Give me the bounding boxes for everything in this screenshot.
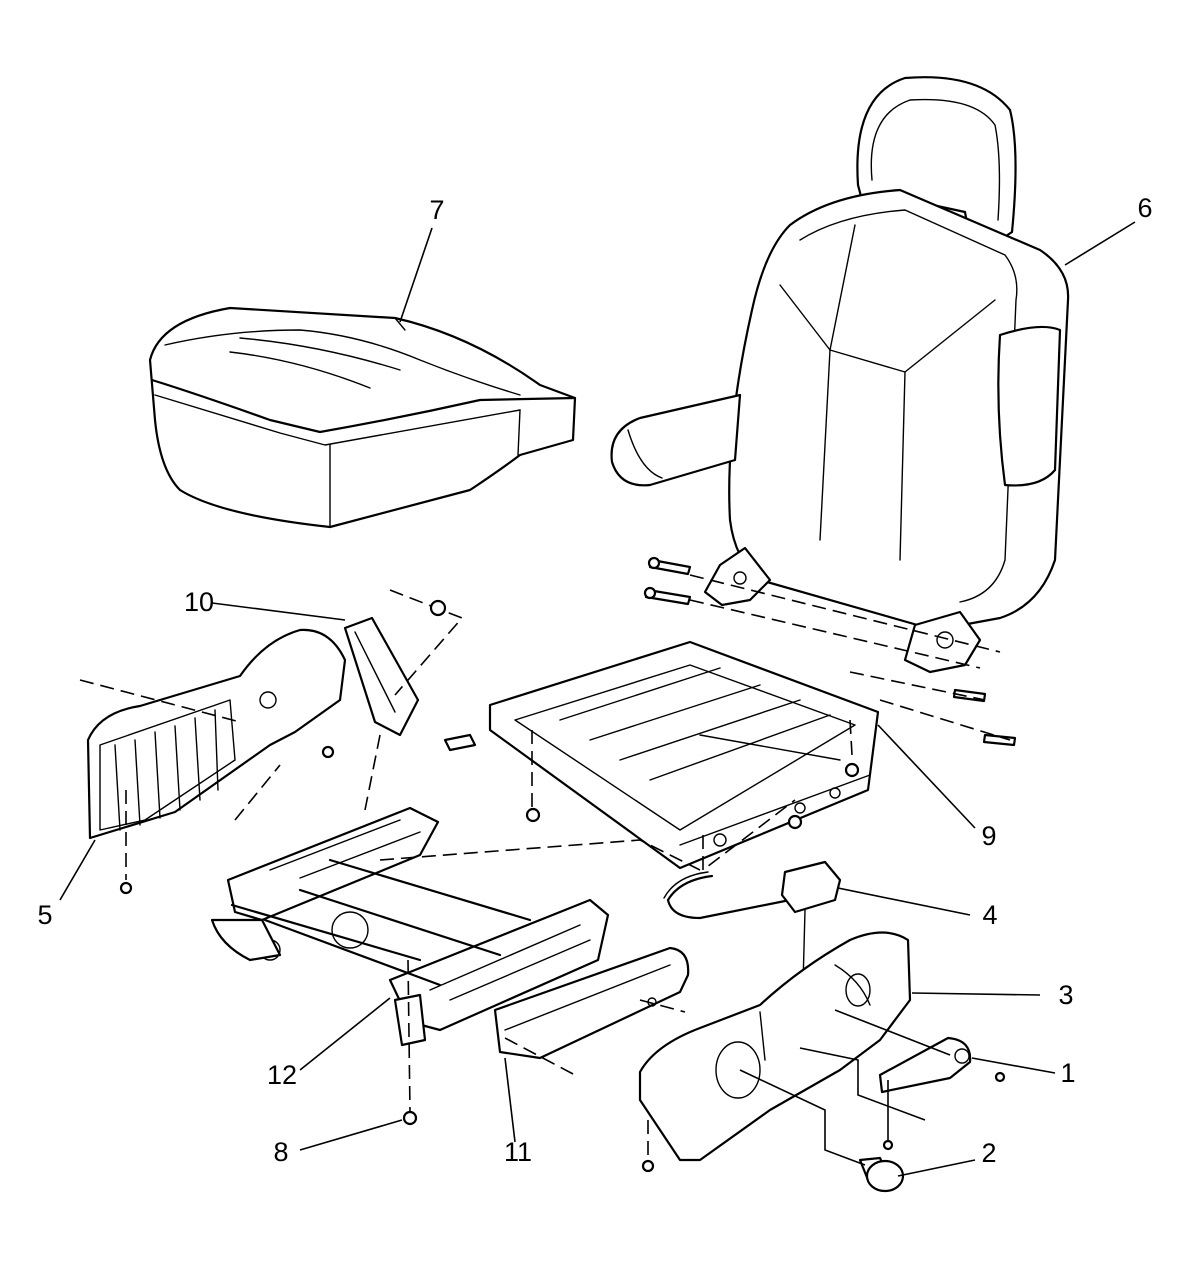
callout-1: 1 xyxy=(1060,1058,1075,1088)
seat-frame xyxy=(488,640,880,870)
left-side-shield xyxy=(86,628,347,840)
outer-side-shield xyxy=(638,931,912,1162)
callout-7: 7 xyxy=(429,195,444,225)
callout-5: 5 xyxy=(37,900,52,930)
inner-trim-panel xyxy=(493,946,690,1060)
callout-9: 9 xyxy=(981,821,996,851)
adjuster-knob xyxy=(858,1156,905,1193)
callout-8: 8 xyxy=(273,1137,288,1167)
callout-3: 3 xyxy=(1058,980,1073,1010)
adjuster-handle xyxy=(878,1036,972,1094)
callout-labels: 1 2 3 4 5 6 7 8 9 10 11 12 xyxy=(37,193,1152,1168)
recliner-handle xyxy=(343,616,420,737)
callout-2: 2 xyxy=(981,1138,996,1168)
seat-adjuster xyxy=(210,806,610,1047)
hinge-bolts xyxy=(643,556,1017,747)
callout-4: 4 xyxy=(982,900,997,930)
callout-12: 12 xyxy=(267,1060,297,1090)
seat-back xyxy=(610,76,1070,674)
callout-10: 10 xyxy=(184,587,214,617)
callout-11: 11 xyxy=(504,1137,532,1167)
wiring-harness xyxy=(663,860,842,920)
callout-6: 6 xyxy=(1137,193,1152,223)
leader-lines xyxy=(59,221,1136,1177)
seat-cushion xyxy=(148,306,577,529)
